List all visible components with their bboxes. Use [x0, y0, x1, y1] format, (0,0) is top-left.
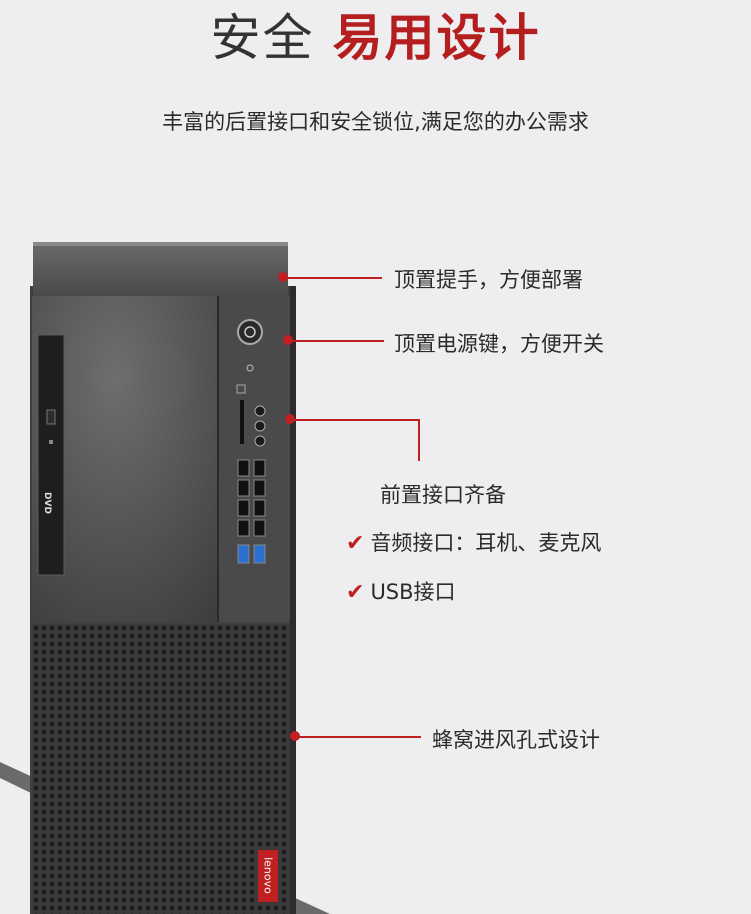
handle-leader	[287, 277, 382, 279]
honeycomb-vent	[32, 624, 290, 914]
ports-leader	[294, 419, 420, 421]
power-leader	[292, 340, 384, 342]
page-subtitle: 丰富的后置接口和安全锁位,满足您的办公需求	[162, 110, 589, 134]
optical-drive	[37, 334, 65, 576]
ports-leader-vertical	[418, 419, 420, 461]
ports-marker	[285, 414, 295, 424]
mic-jack-icon	[254, 420, 266, 432]
handle-marker	[278, 272, 288, 282]
brand-badge	[258, 850, 278, 902]
top-handle	[33, 242, 288, 296]
dvd-label: DVD	[41, 492, 52, 514]
ports-usb-text: USB接口	[370, 580, 456, 604]
power-callout: 顶置电源键，方便开关	[394, 332, 604, 356]
io-panel	[218, 296, 290, 622]
usb3-port	[237, 544, 250, 564]
title-plain: 安全	[210, 9, 315, 67]
vent-callout: 蜂窝进风孔式设计	[432, 728, 600, 752]
page-title: 安全 易用设计	[0, 6, 751, 70]
brand-logo: lenovo	[261, 857, 275, 894]
handle-callout: 顶置提手，方便部署	[394, 268, 583, 292]
card-reader-slot	[240, 400, 244, 444]
ports-heading: 前置接口齐备	[380, 483, 506, 507]
ports-audio-item: ✔音频接口：耳机、麦克风	[346, 527, 601, 557]
title-accent: 易用设计	[332, 9, 541, 67]
ports-usb-item: ✔USB接口	[346, 576, 456, 606]
power-marker	[283, 335, 293, 345]
usb-ports	[237, 459, 266, 537]
check-icon: ✔	[346, 580, 365, 605]
ports-audio-text: 音频接口：耳机、麦克风	[370, 531, 602, 555]
power-button-icon	[237, 319, 263, 345]
vent-leader	[299, 736, 421, 738]
vent-marker	[290, 731, 300, 741]
headphone-jack-icon	[254, 405, 266, 417]
usb3-port	[253, 544, 266, 564]
check-icon: ✔	[346, 531, 365, 556]
